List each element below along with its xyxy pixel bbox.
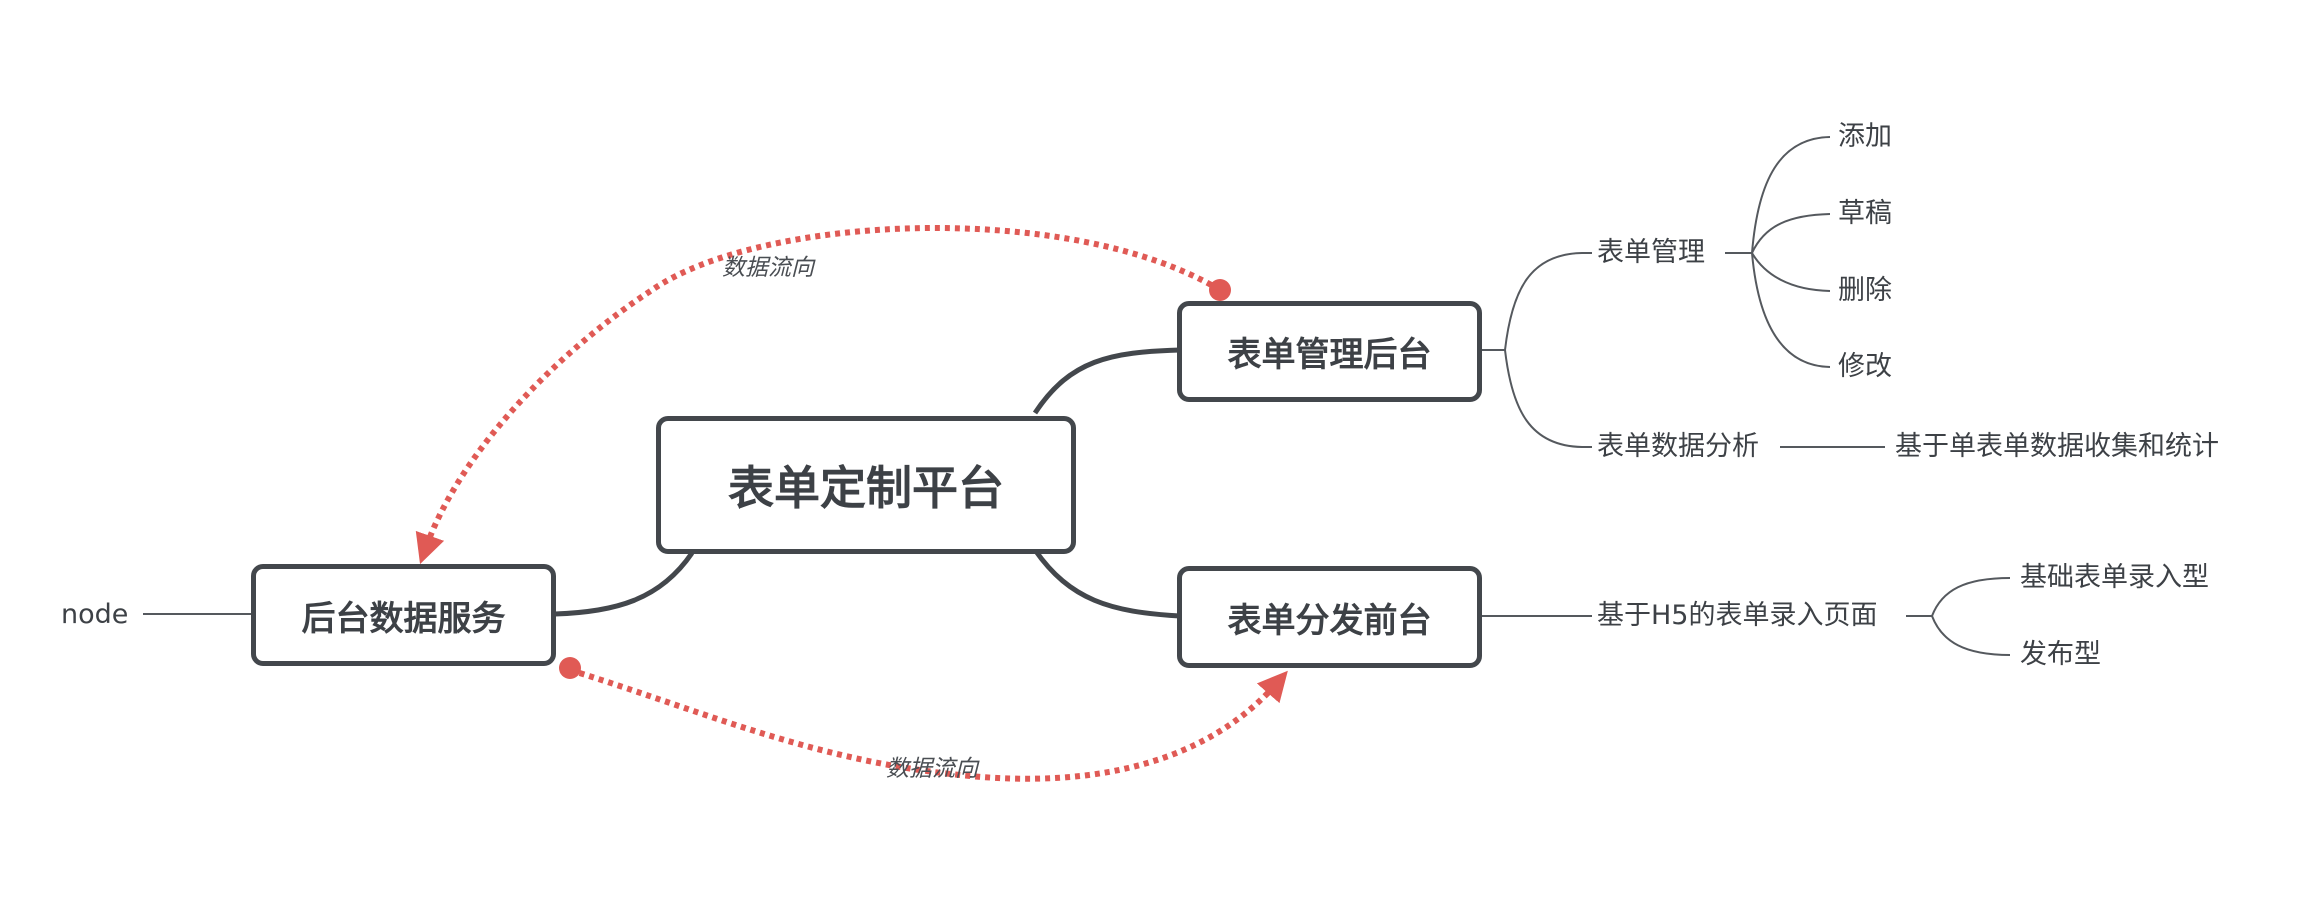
backend-node[interactable]: 后台数据服务 <box>251 564 556 666</box>
relation-label-upper: 数据流向 <box>722 255 814 281</box>
frontend-node[interactable]: 表单分发前台 <box>1177 566 1482 668</box>
backend-tech-node[interactable]: node <box>61 599 129 630</box>
analysis-node[interactable]: 表单数据分析 <box>1597 431 1759 462</box>
h5-item-basic-entry[interactable]: 基础表单录入型 <box>2020 562 2209 593</box>
management-item-delete[interactable]: 删除 <box>1838 275 1892 306</box>
connector-root-frontend <box>1032 548 1181 619</box>
h5-item-publish[interactable]: 发布型 <box>2020 639 2101 670</box>
relation-curve-lower <box>569 667 1288 782</box>
analysis-detail[interactable]: 基于单表单数据收集和统计 <box>1895 431 2219 462</box>
relation-start-dot-upper <box>1209 279 1231 301</box>
connector-admin-analysis <box>1504 349 1592 448</box>
relation-label-lower: 数据流向 <box>886 756 978 782</box>
admin-node[interactable]: 表单管理后台 <box>1177 301 1482 402</box>
connector-management-item-2 <box>1751 252 1831 292</box>
management-node[interactable]: 表单管理 <box>1597 237 1705 268</box>
connector-management-item-1 <box>1751 213 1831 254</box>
relation-curve-upper <box>415 224 1222 565</box>
relation-start-dot-lower <box>559 657 581 679</box>
connector-admin-management <box>1482 252 1592 351</box>
management-item-draft[interactable]: 草稿 <box>1838 198 1892 229</box>
connector-root-backend <box>554 551 695 617</box>
management-item-edit[interactable]: 修改 <box>1838 351 1892 382</box>
h5-page-node[interactable]: 基于H5的表单录入页面 <box>1597 600 1878 631</box>
connector-management-item-3 <box>1751 252 1831 368</box>
root-node[interactable]: 表单定制平台 <box>656 416 1076 554</box>
connector-root-admin <box>1032 347 1181 415</box>
connector-h5-item-0 <box>1906 577 2011 617</box>
connector-h5-item-1 <box>1931 615 2011 656</box>
management-item-add[interactable]: 添加 <box>1838 121 1892 152</box>
connector-management-item-0 <box>1725 136 1831 254</box>
